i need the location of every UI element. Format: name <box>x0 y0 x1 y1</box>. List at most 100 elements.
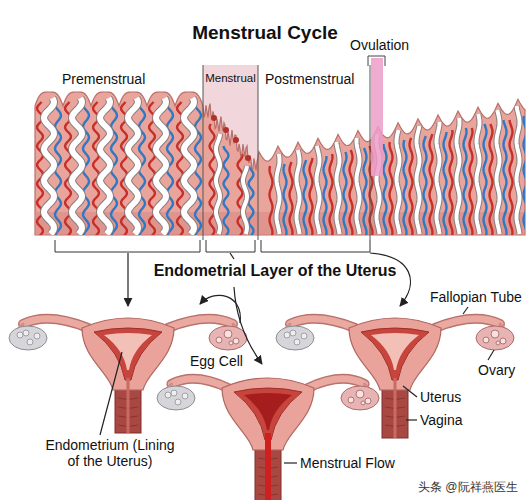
gland <box>397 130 400 234</box>
blood-vessel <box>464 128 467 236</box>
blood-vessel <box>344 152 347 236</box>
gland <box>156 98 166 234</box>
ovary-bump <box>301 333 307 339</box>
gland <box>100 98 110 234</box>
blood-vessel <box>324 156 327 236</box>
ovulation-bar <box>371 58 383 176</box>
blood-vessel <box>270 166 273 236</box>
follicle <box>229 341 233 345</box>
gland <box>477 114 480 234</box>
blood-vessel <box>284 164 287 236</box>
gland <box>317 146 320 234</box>
blood-vessel <box>224 146 229 236</box>
phase-bracket <box>55 240 200 252</box>
part-label: Menstrual Flow <box>300 455 395 471</box>
gland <box>44 98 54 234</box>
diagram-title: Menstrual Cycle <box>192 22 338 44</box>
gland <box>100 98 110 234</box>
vaginal-canal <box>127 378 130 433</box>
ovary <box>476 326 514 350</box>
gland <box>457 118 460 234</box>
ovary <box>157 386 195 410</box>
leader-line <box>463 307 468 314</box>
uterus-figure <box>9 318 247 433</box>
follicle <box>365 398 371 404</box>
gland <box>357 138 360 234</box>
ovary <box>276 326 314 350</box>
part-label: Egg Cell <box>190 353 243 369</box>
gland <box>337 142 340 234</box>
blood-vessel <box>350 150 353 236</box>
gland <box>72 98 82 234</box>
phase-label: Postmenstrual <box>265 71 354 87</box>
ovary-bump <box>34 333 40 339</box>
blood-vessel <box>290 162 293 236</box>
gland <box>184 98 194 234</box>
phase-divider <box>370 65 371 240</box>
follicle <box>483 337 489 343</box>
blood-vessel <box>410 138 413 236</box>
ovary-bump <box>17 332 23 338</box>
blood-vessel <box>364 148 367 236</box>
follicle <box>496 341 500 345</box>
blood-vessel <box>484 124 487 236</box>
follicle <box>224 330 232 338</box>
blood-vessel <box>444 132 447 236</box>
gland <box>216 134 220 234</box>
leader-line <box>100 352 122 435</box>
gland <box>297 150 300 234</box>
phase-label: Ovulation <box>350 37 409 53</box>
gland <box>437 122 440 234</box>
gland <box>277 154 280 234</box>
menstrual-flow <box>265 433 271 500</box>
gland <box>457 118 460 234</box>
ovary <box>341 386 379 410</box>
ovary-bump <box>290 330 296 336</box>
phase-bracket <box>261 240 370 252</box>
gland <box>417 126 420 234</box>
blood-vessel <box>238 154 243 236</box>
tissue-detail <box>35 98 527 236</box>
ovary-bump <box>165 392 171 398</box>
phase-arrow <box>127 253 128 306</box>
ovary-bump <box>171 390 177 396</box>
blood-vessel <box>310 158 313 236</box>
blood-vessel <box>404 140 407 236</box>
ovary-bump <box>294 339 300 345</box>
part-label: Uterus <box>420 389 461 405</box>
follicle <box>348 397 354 403</box>
blood-vessel <box>504 120 507 236</box>
endometrium <box>234 388 302 440</box>
blood-vessel <box>490 124 493 236</box>
blood-vessel <box>384 144 387 236</box>
leader-line <box>284 462 297 463</box>
follicle <box>216 337 222 343</box>
blood-vessel <box>430 134 433 236</box>
ovary <box>209 326 247 350</box>
gland <box>243 166 247 234</box>
blood-drop <box>223 127 229 133</box>
uterine-cavity <box>104 333 152 370</box>
ovary-bump <box>182 393 188 399</box>
phase-bracket <box>206 240 255 252</box>
gland <box>184 98 194 234</box>
follicle <box>233 338 239 344</box>
blood-vessel <box>510 120 513 236</box>
gland <box>417 126 420 234</box>
watermark: 头条 @阮祥燕医生 <box>418 481 518 495</box>
gland <box>44 98 54 234</box>
blood-drop <box>211 115 217 121</box>
phase-label: Premenstrual <box>62 71 145 87</box>
phase-divider <box>203 65 204 240</box>
gland <box>128 98 138 234</box>
follicle <box>356 390 364 398</box>
blood-vessel <box>304 160 307 236</box>
phase-label: Menstrual <box>205 72 256 85</box>
section-heading: Endometrial Layer of the Uterus <box>154 262 397 280</box>
blood-vessel <box>330 154 333 236</box>
part-label: Ovary <box>478 362 515 378</box>
gland <box>216 134 220 234</box>
gland <box>497 110 500 234</box>
gland <box>317 146 320 234</box>
